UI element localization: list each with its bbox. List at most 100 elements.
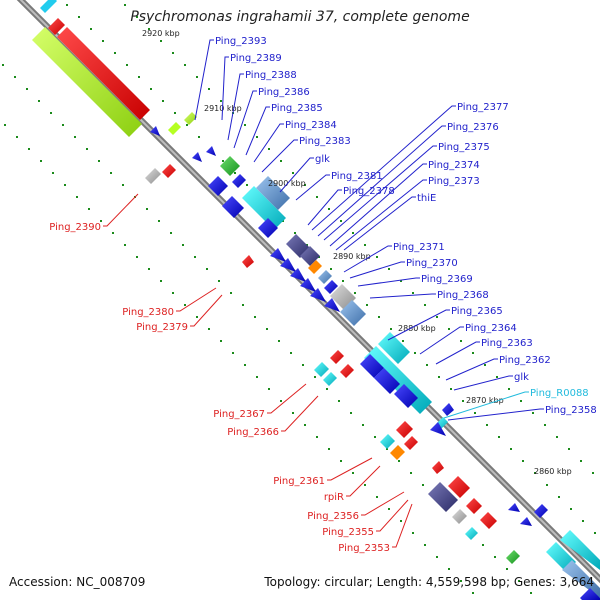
tick-dot xyxy=(246,184,248,186)
tick-dot xyxy=(510,448,512,450)
tick-dot xyxy=(124,4,126,6)
tick-dot xyxy=(26,88,28,90)
tick-dot xyxy=(66,4,68,6)
gene-block xyxy=(145,168,161,184)
gene-block xyxy=(323,372,337,386)
gene-label: Ping_2375 xyxy=(438,142,490,153)
tick-dot xyxy=(148,268,150,270)
gene-label: Ping_2378 xyxy=(343,186,395,197)
tick-dot xyxy=(150,88,152,90)
gene-block xyxy=(506,550,520,564)
tick-dot xyxy=(352,232,354,234)
tick-dot xyxy=(518,580,520,582)
tick-dot xyxy=(400,280,402,282)
tick-dot xyxy=(14,76,16,78)
tick-dot xyxy=(354,292,356,294)
tick-dot xyxy=(460,340,462,342)
tick-dot xyxy=(50,112,52,114)
tick-dot xyxy=(580,460,582,462)
tick-dot xyxy=(352,472,354,474)
gene-block xyxy=(452,509,467,524)
reverse-gene-labels: Ping_2390 Ping_2380 Ping_2379 Ping_2367 … xyxy=(49,222,390,554)
tick-dot xyxy=(242,304,244,306)
tick-dot xyxy=(304,424,306,426)
tick-dot xyxy=(534,472,536,474)
tick-dot xyxy=(594,532,596,534)
gene-arrow xyxy=(396,421,413,438)
tick-dot xyxy=(426,364,428,366)
tick-dot xyxy=(280,400,282,402)
gene-arrow xyxy=(330,350,344,364)
gene-label: Ping_2386 xyxy=(258,87,310,98)
tick-dot xyxy=(220,100,222,102)
gene-arrow xyxy=(508,503,520,512)
gene-arrow xyxy=(192,152,202,162)
tick-dot xyxy=(388,268,390,270)
tick-dot xyxy=(568,448,570,450)
gene-label: Ping_2364 xyxy=(465,323,517,334)
gene-label: Ping_2373 xyxy=(428,176,480,187)
gene-arrow xyxy=(340,364,354,378)
gene-label: Ping_2381 xyxy=(331,171,383,182)
tick-dot xyxy=(158,220,160,222)
tick-dot xyxy=(448,568,450,570)
tick-dot xyxy=(558,496,560,498)
gene-arrow xyxy=(290,268,306,282)
genome-summary-text: Topology: circular; Length: 4,559,598 bp… xyxy=(264,575,594,589)
tick-dot xyxy=(402,340,404,342)
tick-dot xyxy=(314,376,316,378)
tick-dot xyxy=(472,592,474,594)
tick-dot xyxy=(398,460,400,462)
gene-arrow xyxy=(432,461,444,474)
gene-arrow xyxy=(430,422,446,436)
tick-dot xyxy=(294,232,296,234)
gene-arrow xyxy=(270,248,286,262)
gene-arrow xyxy=(242,255,254,268)
gene-label: Ping_2377 xyxy=(457,102,509,113)
tick-dot xyxy=(186,124,188,126)
gene-arrow xyxy=(520,517,532,526)
gene-label: Ping_2356 xyxy=(307,511,359,522)
tick-dot xyxy=(194,256,196,258)
gene-label: Ping_2365 xyxy=(451,306,503,317)
forward-gene-leaders xyxy=(194,39,544,421)
tick-dot xyxy=(230,292,232,294)
tick-dot xyxy=(522,460,524,462)
tick-dot xyxy=(4,124,6,126)
gene-arrow xyxy=(580,588,600,600)
rna-gene-labels: Ping_R0088 xyxy=(530,388,589,399)
tick-dot xyxy=(268,388,270,390)
gene-block xyxy=(184,112,197,125)
gene-arrow xyxy=(404,436,418,450)
tick-dot xyxy=(582,520,584,522)
tick-dot xyxy=(498,436,500,438)
tick-dot xyxy=(592,472,594,474)
gene-arrow xyxy=(374,368,400,394)
tick-dot xyxy=(172,292,174,294)
tick-dot xyxy=(292,172,294,174)
gene-arrow xyxy=(466,498,482,514)
reverse-gene-leaders xyxy=(103,193,413,548)
tick-dot xyxy=(206,268,208,270)
gene-arrow xyxy=(280,258,296,272)
tick-dot xyxy=(378,316,380,318)
tick-dot xyxy=(482,544,484,546)
gene-label: Ping_2371 xyxy=(393,242,445,253)
tick-dot xyxy=(412,292,414,294)
tick-dot xyxy=(520,400,522,402)
tick-dot xyxy=(28,148,30,150)
tick-dot xyxy=(436,316,438,318)
tick-dot xyxy=(88,208,90,210)
tick-dot xyxy=(170,232,172,234)
gene-block xyxy=(465,527,478,540)
tick-dot xyxy=(290,352,292,354)
gene-label: Ping_2353 xyxy=(338,543,390,554)
gene-label: Ping_2368 xyxy=(437,290,489,301)
gene-label: Ping_2390 xyxy=(49,222,101,233)
gene-arrow xyxy=(394,384,418,408)
tick-dot xyxy=(268,148,270,150)
tick-dot xyxy=(232,352,234,354)
gene-label: Ping_2363 xyxy=(481,338,533,349)
